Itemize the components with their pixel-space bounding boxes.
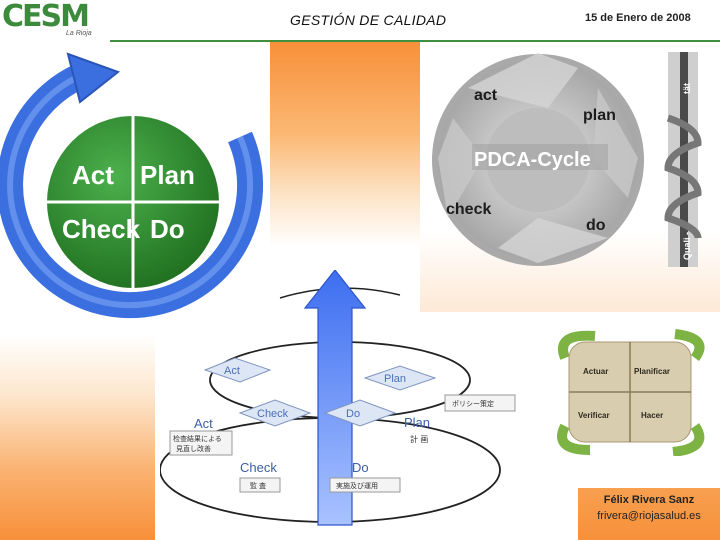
svg-text:Act: Act: [224, 365, 240, 377]
slide-date: 15 de Enero de 2008: [585, 12, 691, 24]
orange-gradient-panel-top: [270, 42, 422, 247]
stone-verificar-label: Verificar: [578, 411, 610, 420]
svg-text:実施及び運用: 実施及び運用: [336, 481, 378, 490]
note-policy: ポリシー策定: [444, 394, 516, 412]
svg-text:Plan: Plan: [384, 373, 406, 385]
pdca-stone-cycle-diagram: Actuar Planificar Verificar Hacer: [545, 328, 715, 456]
stone-actuar-label: Actuar: [583, 367, 608, 376]
axis-bottom-label: Quali -: [682, 232, 692, 260]
slide-title: GESTIÓN DE CALIDAD: [290, 12, 447, 28]
arrow-head-icon: [66, 52, 121, 104]
improvement-up-arrow: [303, 270, 367, 526]
svg-text:監 査: 監 査: [250, 481, 266, 490]
pdca-cycle-wheel-diagram: PDCA-Cycle act plan check do tät Quali -: [432, 52, 702, 267]
circle-do-label: Do: [150, 214, 185, 244]
outer-check-label: Check: [240, 460, 277, 475]
wheel-do-label: do: [586, 217, 606, 234]
header-divider: [110, 40, 720, 42]
stone-planificar-label: Planificar: [634, 367, 670, 376]
wheel-act-label: act: [474, 87, 498, 104]
outer-act-label: Act: [194, 416, 213, 431]
circle-act-label: Act: [72, 160, 114, 190]
circle-plan-label: Plan: [140, 160, 195, 190]
stone-hacer-label: Hacer: [641, 411, 663, 420]
author-panel: [578, 488, 720, 540]
logo-wordmark: CESM: [2, 0, 90, 34]
author-email[interactable]: frivera@riojasalud.es: [597, 510, 701, 522]
orange-gradient-panel-left: [0, 335, 155, 540]
wheel-plan-label: plan: [583, 107, 616, 124]
author-name: Félix Rivera Sanz: [603, 494, 695, 506]
note-check: 監 査: [239, 477, 281, 493]
svg-text:Do: Do: [346, 408, 360, 420]
circle-check-label: Check: [62, 214, 141, 244]
axis-top-label: tät: [682, 83, 692, 94]
note-do: 実施及び運用: [329, 477, 401, 493]
outer-do-label: Do: [352, 460, 369, 475]
svg-text:Check: Check: [257, 408, 289, 420]
outer-plan-label: Plan: [404, 415, 430, 430]
inner-check-box: Check: [238, 399, 312, 427]
wheel-check-label: check: [446, 201, 491, 218]
svg-text:ポリシー策定: ポリシー策定: [452, 399, 494, 408]
inner-do-box: Do: [323, 399, 397, 427]
inner-plan-box: Plan: [363, 365, 437, 391]
inner-act-box: Act: [203, 357, 272, 383]
note-act: 检查結果による 見直し改善: [169, 430, 233, 456]
svg-text:检查結果による: 检查結果による: [173, 434, 222, 443]
pdca-center-label: PDCA-Cycle: [474, 149, 591, 171]
pdca-spiral-improvement-diagram: Act Plan Check Do Act Plan Check Do 检查結果…: [160, 270, 516, 526]
pdca-green-circle-diagram: Act Plan Check Do: [0, 52, 264, 319]
svg-text:見直し改善: 見直し改善: [176, 444, 211, 453]
logo-subtitle: La Rioja: [66, 30, 92, 37]
note-plan: 計 画: [410, 434, 428, 444]
cesm-logo: CESM La Rioja: [0, 0, 110, 42]
